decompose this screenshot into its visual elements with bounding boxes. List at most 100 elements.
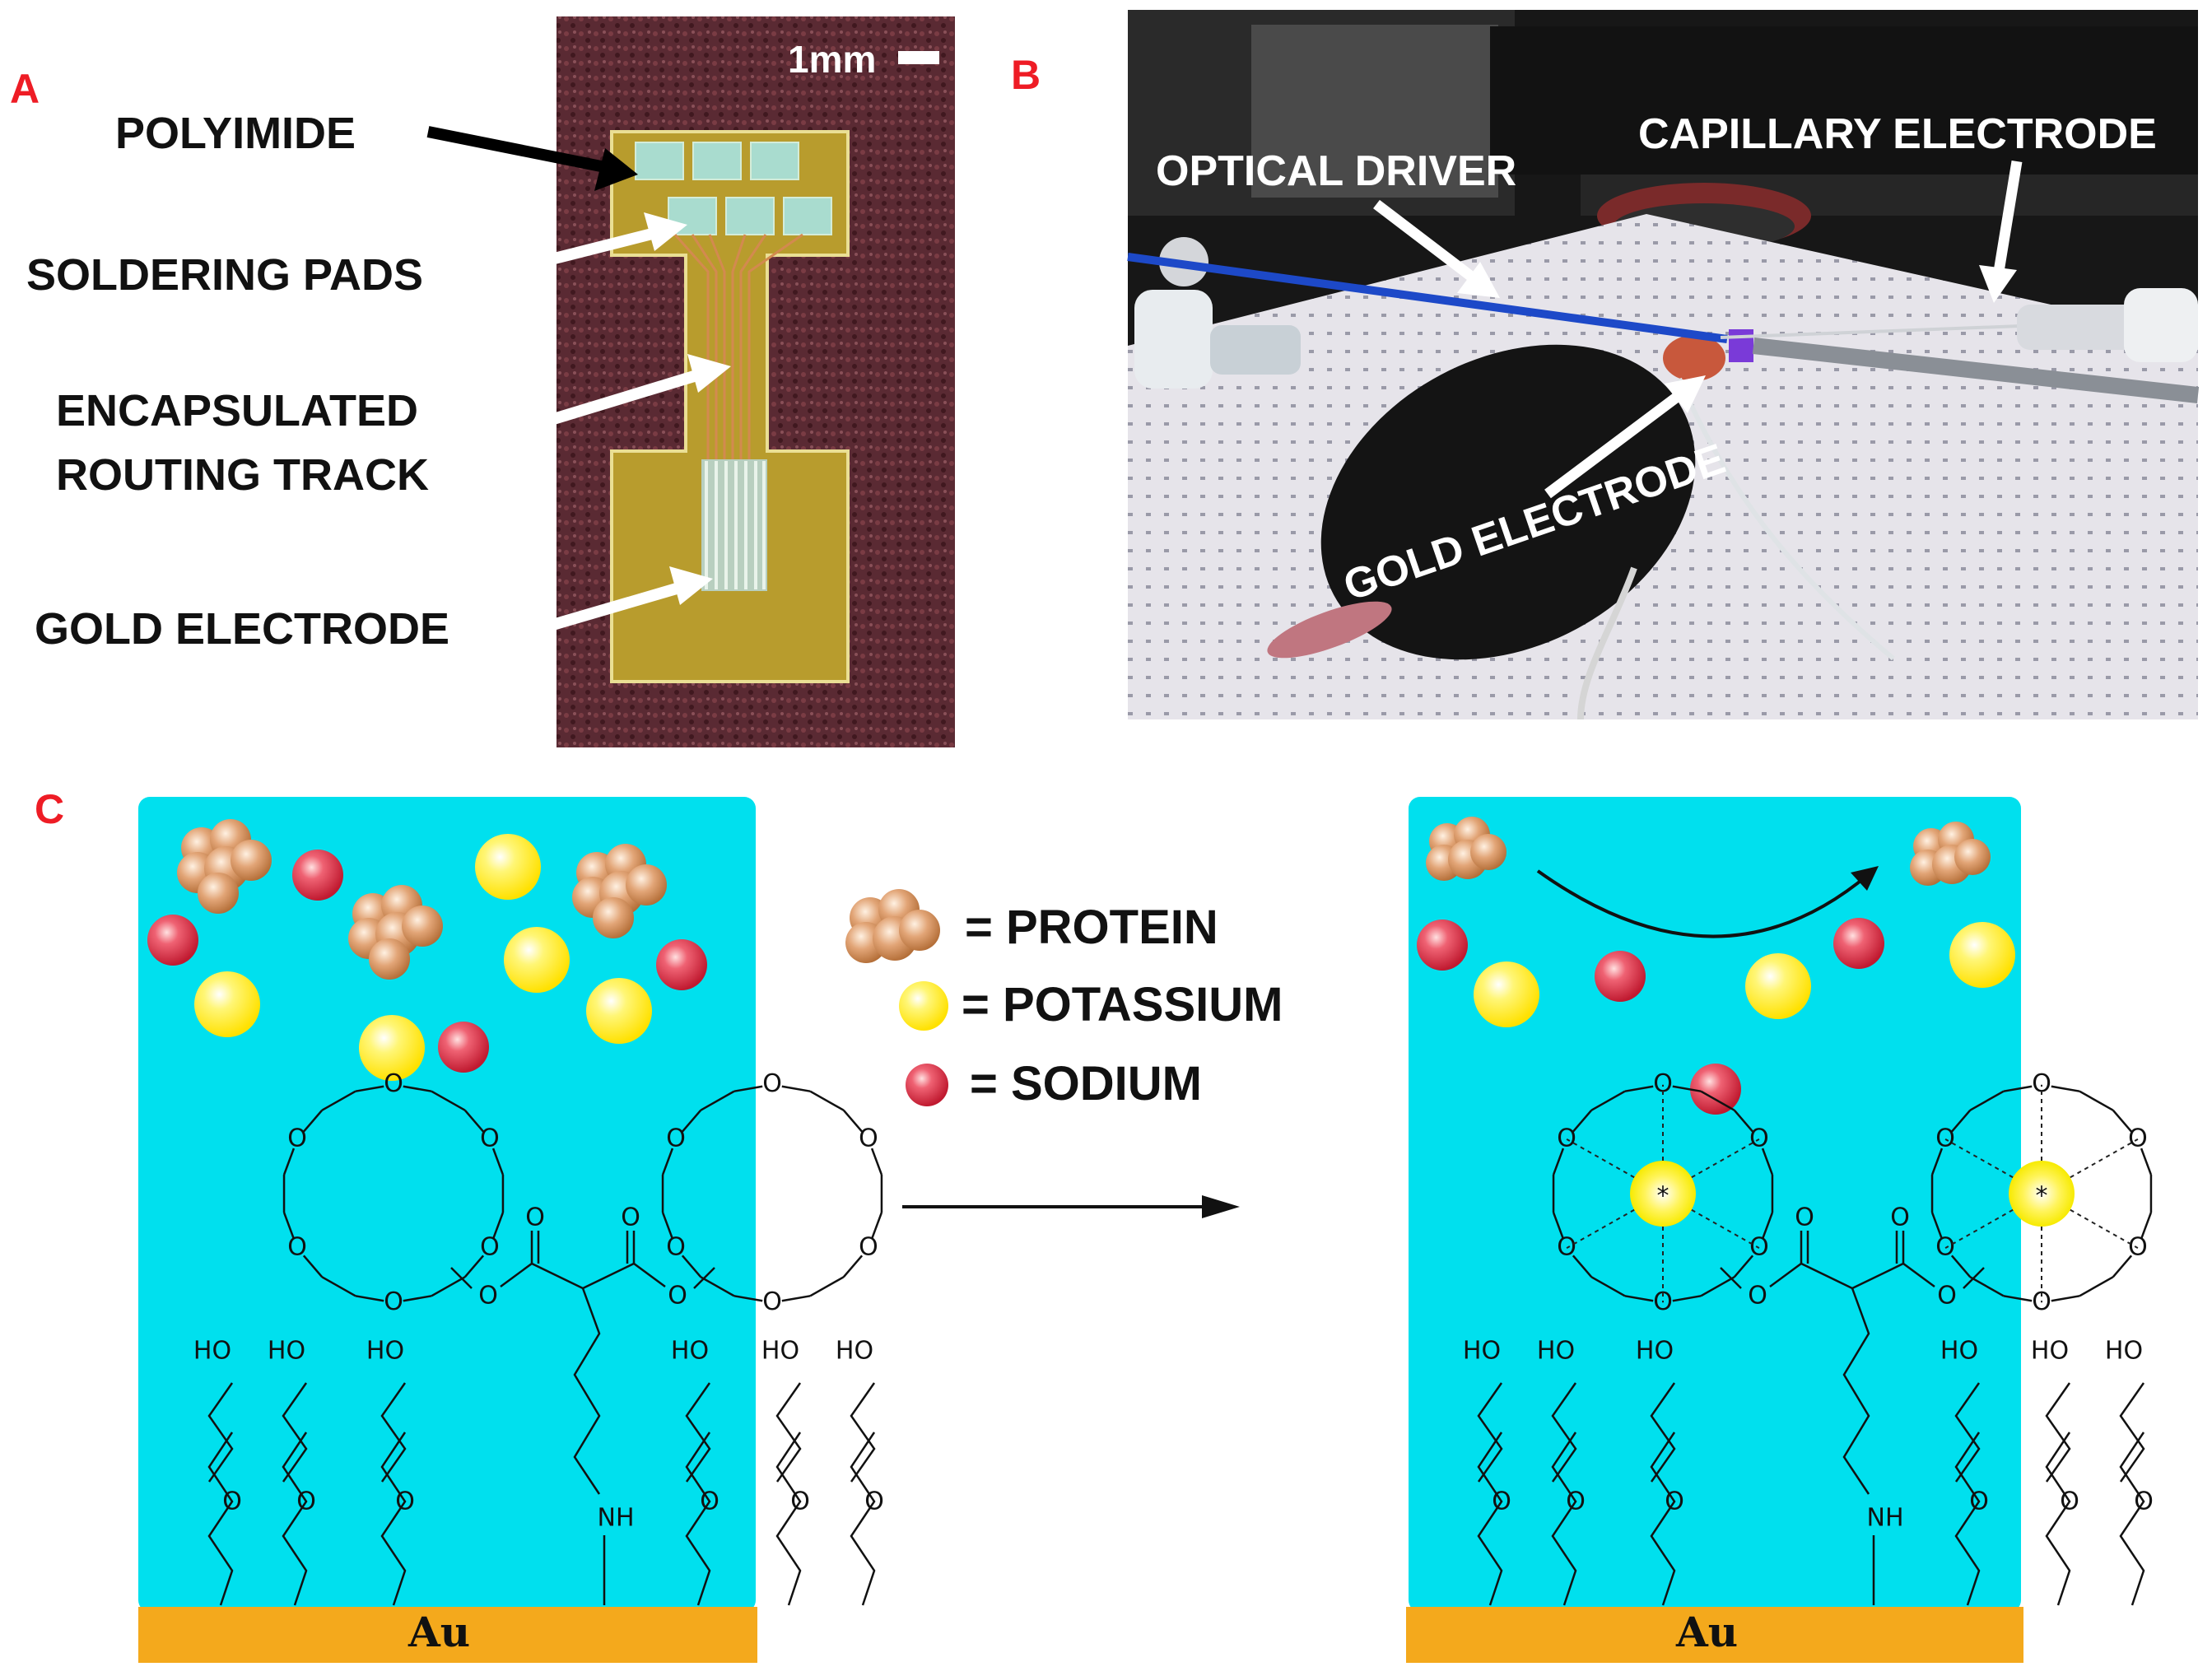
chem-bond: [700, 1090, 735, 1111]
ether-oxygen: O: [790, 1487, 810, 1516]
protein-cluster-icon: [177, 819, 272, 914]
chem-bond: [321, 1090, 356, 1111]
hydroxyl-group: HO: [1940, 1337, 1978, 1366]
crown-ether-oxygen: O: [1935, 1124, 1955, 1152]
chem-bond: [733, 1295, 763, 1302]
chem-bond: [1930, 1212, 1944, 1240]
carbonyl-oxygen: O: [525, 1203, 545, 1232]
arrow-polyimide: [426, 126, 638, 191]
sodium-ion-icon: [906, 1064, 948, 1106]
chem-bond: [1572, 1109, 1593, 1133]
sodium-ion-icon: [147, 915, 198, 966]
crown-ether-oxygen: O: [287, 1124, 307, 1152]
potassium-ion-icon: [359, 1015, 425, 1081]
hydroxyl-group: HO: [836, 1337, 873, 1366]
protein-flow-arrow: [1536, 869, 1870, 938]
ether-oxygen: O: [1969, 1487, 1989, 1516]
device-photo: 1mm: [556, 16, 955, 747]
protein-cluster-icon: [845, 889, 940, 963]
chem-bond: [661, 1212, 674, 1240]
chem-bond: [282, 1432, 308, 1606]
chem-bond: [282, 1212, 296, 1240]
solution-after: [1409, 797, 2021, 1612]
chem-bond: [573, 1287, 601, 1495]
chem-bond: [1672, 1085, 1702, 1092]
carbonyl-oxygen: O: [621, 1203, 640, 1232]
scale-bar: [898, 51, 939, 64]
hydroxyl-group: HO: [671, 1337, 709, 1366]
chem-bond: [2051, 1085, 2080, 1092]
label-gold-electrode-a: GOLD ELECTRODE: [35, 604, 449, 654]
amine-group: NH: [598, 1504, 635, 1533]
chem-bond: [450, 1267, 473, 1289]
sodium-ion-icon: [656, 939, 707, 990]
arrow-optical-driver: [1373, 199, 1500, 298]
arrow-soldering-pads: [517, 212, 687, 273]
chem-bond: [1624, 1295, 1654, 1302]
ester-oxygen: O: [668, 1282, 687, 1311]
chem-bond: [1720, 1267, 1742, 1289]
chem-bond: [355, 1295, 384, 1302]
crown-ether-oxygen: O: [384, 1287, 403, 1316]
panel-a: A: [10, 16, 955, 747]
hydroxyl-group: HO: [193, 1337, 231, 1366]
chem-bond: [1552, 1212, 1565, 1240]
crown-ether-oxygen: O: [480, 1124, 500, 1152]
arrow-gold-electrode-b: [1544, 375, 1706, 499]
chem-bond: [491, 1148, 505, 1176]
carbonyl-oxygen: O: [1795, 1203, 1814, 1232]
chem-bond: [733, 1085, 763, 1092]
chem-bond: [380, 1382, 407, 1483]
chem-bond: [431, 1276, 466, 1297]
chem-bond: [1551, 1432, 1577, 1606]
ester-oxygen: O: [478, 1282, 498, 1311]
chem-bond: [775, 1432, 802, 1606]
soldering-pads: [635, 142, 832, 235]
chem-bond: [809, 1090, 845, 1111]
arrow-capillary-electrode: [1979, 160, 2023, 303]
chem-bond: [775, 1382, 802, 1483]
chem-bond: [463, 1255, 485, 1278]
panel-b: B: [1011, 10, 2200, 720]
crown-ether-oxygen: O: [859, 1233, 878, 1262]
chem-bond: [661, 1148, 674, 1176]
ether-oxygen: O: [700, 1487, 719, 1516]
sodium-ion-icon: [1690, 1064, 1741, 1115]
ether-oxygen: O: [2134, 1487, 2154, 1516]
label-routing-line2: ROUTING TRACK: [56, 450, 429, 500]
chem-bond: [321, 1276, 356, 1297]
label-polyimide: POLYIMIDE: [115, 109, 356, 158]
bound-potassium-marker: *: [2036, 1182, 2048, 1211]
chem-bond: [2112, 1109, 2133, 1133]
arrow-gold-electrode-a: [548, 566, 713, 631]
chem-bond: [842, 1109, 864, 1133]
chem-bond: [1969, 1090, 2005, 1111]
hydroxyl-group: HO: [1636, 1337, 1674, 1366]
ether-oxygen: O: [864, 1487, 884, 1516]
potassium-ion-icon: [1745, 953, 1811, 1019]
chem-bond: [693, 1267, 715, 1289]
chem-bond: [282, 1382, 308, 1483]
gold-substrate-label-before: Au: [407, 1608, 470, 1656]
legend-sodium: = SODIUM: [970, 1057, 1202, 1110]
hydroxyl-group: HO: [2105, 1337, 2143, 1366]
ester-oxygen: O: [1937, 1282, 1957, 1311]
chem-bond: [681, 1109, 702, 1133]
gold-electrode-array: [701, 459, 767, 591]
chem-bond: [1969, 1276, 2005, 1297]
chem-bond: [431, 1090, 466, 1111]
hydroxyl-group: HO: [366, 1337, 404, 1366]
chem-bond: [2079, 1276, 2114, 1297]
ether-oxygen: O: [1492, 1487, 1511, 1516]
chem-bond: [2045, 1382, 2071, 1483]
chem-bond: [809, 1276, 845, 1297]
chem-bond: [700, 1276, 735, 1297]
ester-oxygen: O: [1748, 1282, 1767, 1311]
scale-bar-label: 1mm: [788, 38, 876, 81]
gold-substrate-label-after: Au: [1675, 1608, 1738, 1656]
bound-potassium-icon: [2009, 1161, 2075, 1227]
protein-cluster-icon: [348, 885, 443, 980]
chem-bond: [1552, 1148, 1565, 1176]
